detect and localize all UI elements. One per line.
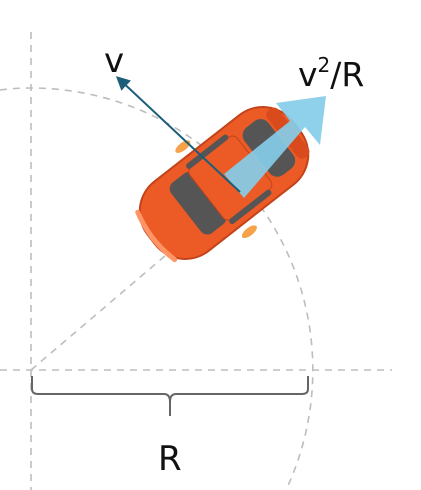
acceleration-label: v2/R xyxy=(298,53,364,94)
car-side-window-right xyxy=(229,189,272,225)
car-mirror-left xyxy=(175,140,191,153)
car-windshield xyxy=(169,172,227,235)
acceleration-label-base: v xyxy=(298,55,318,94)
acceleration-label-tail: /R xyxy=(330,55,364,94)
car-hood-shade xyxy=(135,209,178,263)
radius-label: R xyxy=(158,439,182,479)
velocity-arrow xyxy=(115,76,241,193)
car-mirror-right xyxy=(241,225,257,239)
velocity-label: v xyxy=(104,41,124,81)
radius-line xyxy=(30,191,241,371)
radius-brace xyxy=(31,376,309,416)
acceleration-arrow xyxy=(224,96,326,198)
car-side-window-left xyxy=(186,134,229,169)
acceleration-label-exponent: 2 xyxy=(318,53,331,77)
circular-path-arc xyxy=(0,87,314,490)
